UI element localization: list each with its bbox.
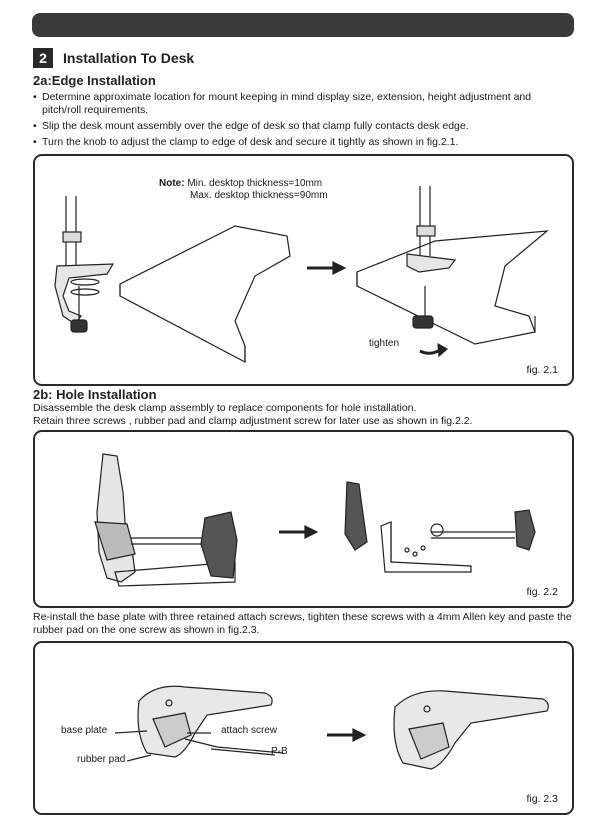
- figure-2-3: base plate attach screw P-B rubber pad f…: [33, 641, 574, 815]
- note-max-thickness: Max. desktop thickness=90mm: [190, 190, 328, 201]
- reinstall-text: Re-install the base plate with three ret…: [33, 611, 572, 636]
- edge-bullet-3: Turn the knob to adjust the clamp to edg…: [33, 136, 563, 149]
- figure-2-2: fig. 2.2: [33, 430, 574, 608]
- note-min-thickness: Min. desktop thickness=10mm: [187, 178, 323, 189]
- hole-heading: 2b: Hole Installation: [33, 387, 157, 402]
- section-title: 2 Installation To Desk: [33, 48, 194, 68]
- edge-bullet-2: Slip the desk mount assembly over the ed…: [33, 120, 563, 133]
- hole-line-2: Retain three screws , rubber pad and cla…: [33, 415, 473, 427]
- hole-line-1: Disassemble the desk clamp assembly to r…: [33, 402, 417, 414]
- fig-2-1-label: fig. 2.1: [526, 364, 558, 376]
- base-plate-label: base plate: [61, 725, 108, 736]
- fig-2-2-label: fig. 2.2: [526, 586, 558, 598]
- thickness-note: Note: Min. desktop thickness=10mm Max. d…: [159, 178, 328, 202]
- rubber-pad-label: rubber pad: [77, 754, 126, 765]
- section-number: 2: [33, 48, 53, 68]
- fig-2-3-label: fig. 2.3: [526, 793, 558, 805]
- edge-bullets: Determine approximate location for mount…: [33, 91, 563, 152]
- edge-bullet-1: Determine approximate location for mount…: [33, 91, 563, 117]
- hole-disassembly-illustration: [94, 453, 536, 587]
- header-bar: [32, 13, 574, 37]
- note-label: Note:: [159, 178, 185, 189]
- attach-screw-label: attach screw: [221, 725, 278, 736]
- figure-2-1: Note: Min. desktop thickness=10mm Max. d…: [33, 154, 574, 386]
- base-plate-illustration: [114, 685, 549, 770]
- edge-mount-illustration: [54, 186, 549, 363]
- edge-heading: 2a:Edge Installation: [33, 73, 156, 88]
- section-heading: Installation To Desk: [63, 50, 195, 66]
- pb-label: P-B: [271, 746, 288, 757]
- tighten-label: tighten: [369, 338, 400, 349]
